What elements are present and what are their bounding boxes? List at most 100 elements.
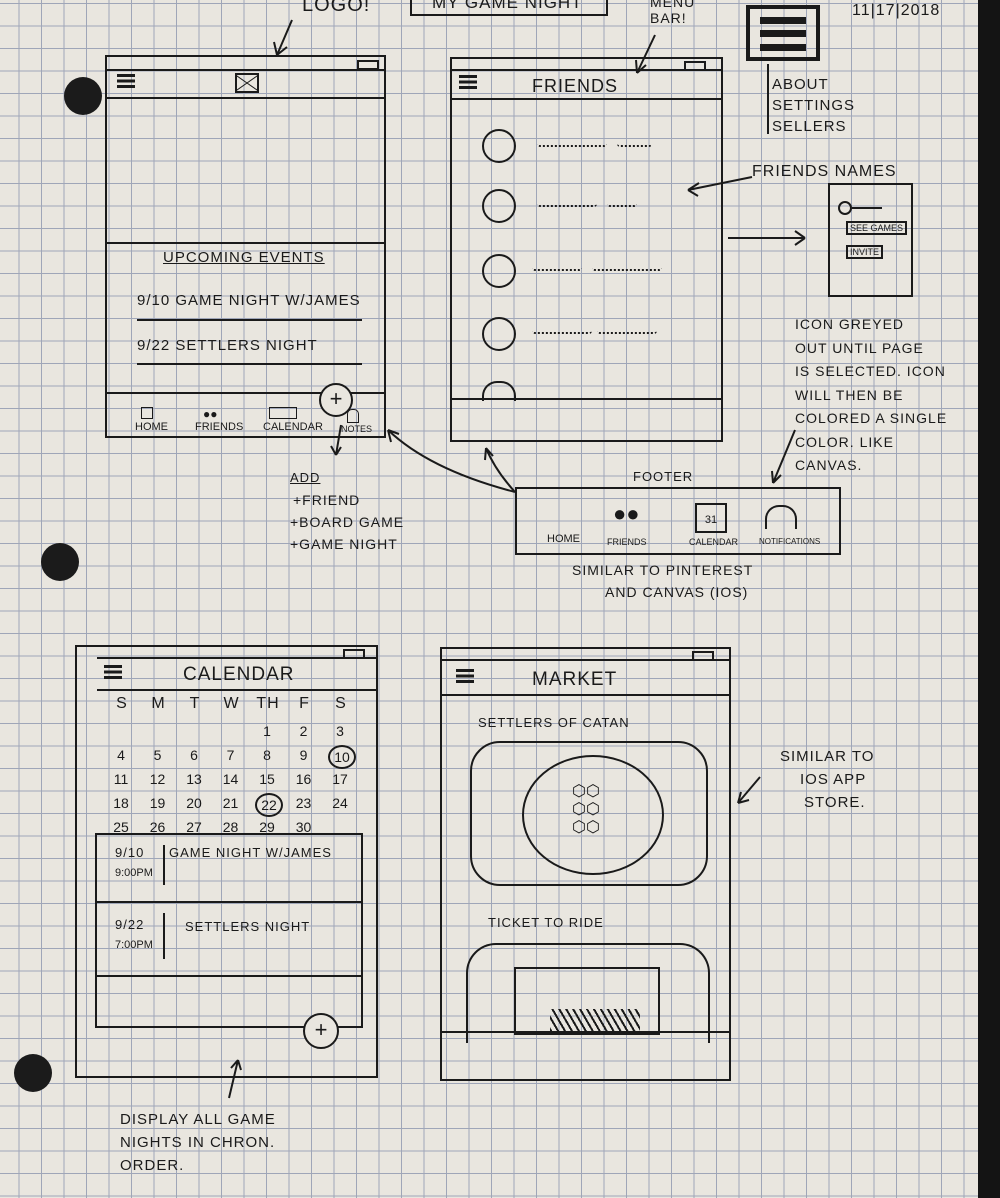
friends-icon: ●●	[613, 501, 640, 526]
game-title: Settlers of Catan	[478, 715, 630, 730]
arrow	[228, 1059, 242, 1099]
calendar-day[interactable]: 16	[295, 771, 312, 787]
calendar-day[interactable]: 29	[259, 819, 275, 835]
icon-note: Icon greyedout until pageis selected. Ic…	[795, 316, 948, 473]
friend-name-placeholder	[532, 261, 582, 271]
event-title[interactable]: Game Night w/James	[169, 845, 332, 860]
arrow	[737, 776, 761, 804]
friend-name-placeholder	[537, 137, 607, 147]
menu-bar-annotation: Menu Bar!	[650, 0, 696, 26]
calendar-day[interactable]: 13	[186, 771, 202, 787]
friends-screen: Friends	[450, 57, 723, 442]
calendar-day[interactable]: 1	[263, 723, 271, 739]
weekday-label: F	[299, 695, 310, 712]
game-card[interactable]: ⬡⬡⬡⬡⬡⬡	[470, 741, 708, 886]
event-time: 7:00pm	[115, 939, 153, 951]
arrow	[635, 34, 656, 74]
friend-avatar-icon[interactable]	[482, 129, 516, 163]
calendar-day[interactable]: 24	[332, 795, 348, 811]
calendar-day[interactable]: 2	[299, 723, 308, 739]
calendar-day[interactable]: 15	[259, 771, 275, 787]
calendar-day[interactable]: 3	[336, 723, 344, 739]
menu-icon[interactable]	[456, 669, 474, 683]
weekday-label: W	[223, 695, 240, 712]
weekday-label: T	[189, 695, 201, 712]
calendar-day[interactable]: 9	[299, 747, 308, 763]
invite-button[interactable]: Invite	[846, 245, 884, 259]
logo-annotation: Logo!	[302, 0, 371, 16]
add-menu-title: Add	[290, 470, 321, 485]
calendar-day[interactable]: 28	[222, 819, 239, 835]
calendar-day[interactable]: 7	[226, 747, 235, 763]
friend-avatar-icon[interactable]	[482, 317, 516, 351]
friend-name-placeholder	[537, 197, 597, 207]
menu-icon[interactable]	[459, 75, 477, 89]
menu-icon[interactable]	[104, 665, 122, 679]
weekday-label: Th	[256, 695, 280, 712]
calendar-day[interactable]: 12	[149, 771, 166, 787]
menu-icon[interactable]	[117, 74, 135, 88]
friend-name-placeholder	[592, 261, 662, 271]
calendar-day[interactable]: 19	[149, 795, 166, 811]
calendar-day[interactable]: 17	[332, 771, 348, 787]
friend-avatar-icon[interactable]	[482, 254, 516, 288]
arrow	[687, 176, 753, 197]
event-title[interactable]: Settlers Night	[185, 919, 311, 934]
event-time: 9:00pm	[115, 867, 153, 879]
catan-image	[522, 755, 664, 875]
footer-home[interactable]: Home	[547, 533, 580, 545]
calendar-day[interactable]: 26	[149, 819, 166, 835]
calendar-day[interactable]: 8	[263, 747, 271, 763]
calendar-day[interactable]: 21	[222, 795, 239, 811]
market-note: Similar toiOS AppStore.	[780, 748, 875, 811]
footer-friends[interactable]: Friends	[607, 537, 647, 547]
footer-label: Home	[135, 421, 168, 433]
menu-item-settings: Settings	[772, 97, 856, 114]
footer-home[interactable]: Home	[135, 407, 168, 433]
see-games-button[interactable]: See Games	[846, 221, 908, 235]
add-button[interactable]: +	[319, 383, 353, 417]
app-title-box: My Game Night	[410, 0, 608, 16]
game-title: Ticket to Ride	[488, 915, 604, 930]
binder-hole	[14, 1054, 52, 1092]
calendar-day[interactable]: 14	[222, 771, 239, 787]
calendar-day[interactable]: 27	[186, 819, 202, 835]
footer-friends[interactable]: ●●Friends	[195, 407, 243, 433]
friend-avatar-icon[interactable]	[482, 189, 516, 223]
footer-label: Calendar	[263, 421, 323, 433]
calendar-day[interactable]: 6	[190, 747, 198, 763]
arrow	[330, 424, 342, 456]
calendar-day[interactable]: 4	[117, 747, 125, 763]
logo-image-icon	[235, 73, 259, 93]
event-list: 9/10 9:00pm Game Night w/James 9/22 7:00…	[95, 833, 363, 1028]
calendar-day[interactable]: 30	[295, 819, 312, 835]
calendar-day[interactable]: 20	[186, 795, 202, 811]
footer-detail: Home ●● Friends 31 Calendar Notification…	[515, 487, 841, 555]
event-item[interactable]: 9/22 Settlers Night	[137, 337, 318, 354]
event-date: 9/22	[115, 917, 145, 932]
friend-avatar-icon[interactable]	[482, 381, 516, 401]
home-icon	[141, 407, 153, 419]
calendar-day[interactable]: 5	[153, 747, 162, 763]
calendar-icon: 31	[695, 503, 727, 533]
calendar-day[interactable]: 18	[113, 795, 129, 811]
footer-notes[interactable]: Notes	[341, 409, 372, 434]
footer-calendar[interactable]: Calendar	[263, 407, 323, 433]
footer-notifications[interactable]: Notifications	[759, 537, 821, 546]
calendar-day[interactable]: 11	[113, 771, 129, 787]
event-item[interactable]: 9/10 Game Night w/James	[137, 292, 361, 309]
game-card[interactable]	[466, 943, 710, 1043]
market-screen: Market Settlers of Catan ⬡⬡⬡⬡⬡⬡ Ticket t…	[440, 647, 731, 1081]
footer-note: and Canvas (iOS)	[605, 584, 749, 600]
date: 11|17|2018	[852, 2, 941, 19]
menu-item-about: About	[772, 76, 829, 93]
calendar-day-event[interactable]: 10	[328, 745, 356, 769]
calendar-day-event[interactable]: 22	[255, 793, 283, 817]
page-edge	[978, 0, 1000, 1198]
calendar-day[interactable]: 23	[295, 795, 312, 811]
home-screen: Upcoming Events 9/10 Game Night w/James …	[105, 55, 386, 438]
calendar-day[interactable]: 25	[113, 819, 129, 835]
footer-calendar[interactable]: Calendar	[689, 537, 739, 547]
add-button[interactable]: +	[303, 1013, 339, 1049]
event-date: 9/22	[137, 337, 171, 354]
